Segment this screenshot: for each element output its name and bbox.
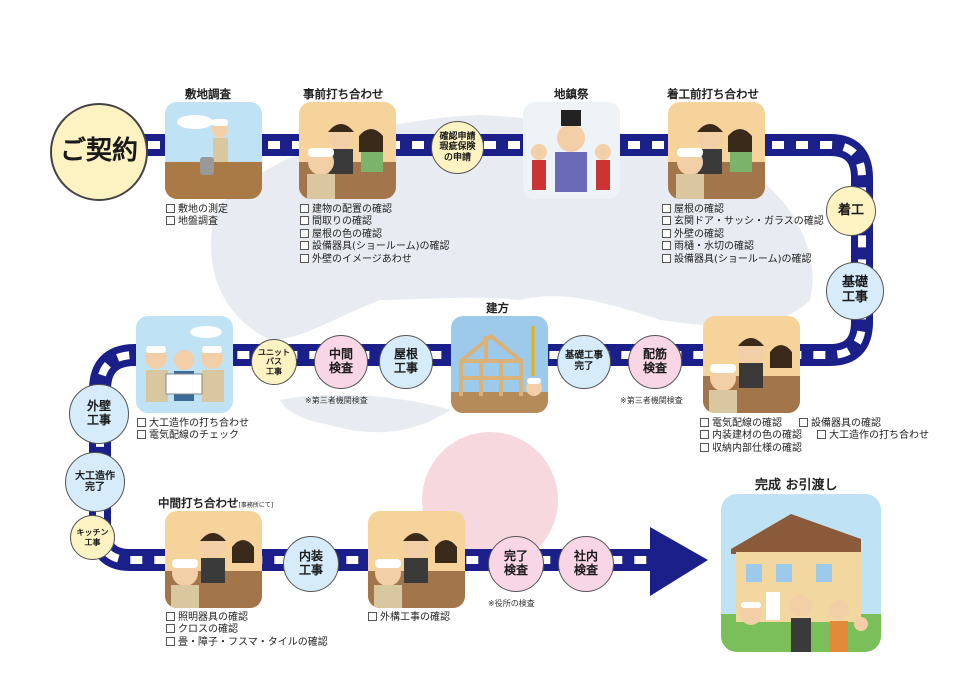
foundation-circle: 基礎 工事 (826, 262, 884, 320)
rebar-inspection-label: 配筋 検査 (642, 347, 667, 375)
checklist-item: 屋根の色の確認 (300, 229, 450, 241)
exterior-wall-label: 外壁 工事 (86, 399, 111, 427)
ground-ceremony-title: 地鎮祭 (554, 87, 589, 101)
pre-meeting-photo (299, 102, 396, 199)
third-party-note-2: ※第三者機関検査 (620, 396, 683, 405)
checklist-item: 電気配線のチェック (137, 430, 249, 442)
site-survey-photo (165, 102, 262, 199)
start-construction-label: 着工 (837, 202, 864, 218)
rebar-inspection-circle: 配筋 検査 (628, 335, 682, 389)
foundation-label: 基礎 工事 (841, 275, 868, 305)
arrow-head (650, 527, 708, 596)
checklist-item: 内装建材の色の確認 (700, 430, 802, 442)
checklist-item: 収納内部仕様の確認 (700, 443, 802, 455)
site-survey-title: 敷地調査 (185, 87, 231, 101)
checklist-item: 雨樋・水切の確認 (662, 241, 824, 253)
checklist-item: 照明器具の確認 (166, 612, 328, 624)
mid-meeting-title: 中間打ち合わせ[事務所にて] (158, 495, 273, 511)
contract-circle: ご契約 (50, 103, 148, 201)
rebar-stage-photo (703, 316, 800, 413)
checklist-item: 設備器具(ショールーム)の確認 (300, 241, 450, 253)
exterior-wall-circle: 外壁 工事 (69, 384, 129, 444)
foundation-complete-label: 基礎工事 完了 (564, 350, 603, 372)
mid-meeting-photo (165, 511, 262, 608)
checklist-item: 電気配線の確認 (700, 418, 802, 430)
checklist-item: 設備器具の確認 (799, 418, 929, 430)
mid-meeting-checklist: 照明器具の確認 クロスの確認 畳・障子・フスマ・タイルの確認 (166, 612, 328, 649)
pre-meeting-checklist: 建物の配置の確認 間取りの確認 屋根の色の確認 設備器具(ショールーム)の確認 … (300, 204, 450, 266)
interior-circle: 内装 工事 (283, 536, 339, 592)
checklist-item: 地盤調査 (166, 216, 228, 228)
rebar-stage-checklist-col1: 電気配線の確認 内装建材の色の確認 収納内部仕様の確認 (700, 418, 802, 455)
rebar-stage-checklist-col2: 設備器具の確認 大工造作の打ち合わせ (799, 418, 929, 443)
third-party-note-1: ※第三者機関検査 (305, 396, 368, 405)
framing-photo (451, 316, 548, 413)
checklist-item: 玄関ドア・サッシ・ガラスの確認 (662, 216, 824, 228)
framing-title: 建方 (486, 301, 509, 315)
interior-label: 内装 工事 (298, 549, 323, 577)
checklist-item: 大工造作の打ち合わせ (137, 418, 249, 430)
completion-photo (721, 494, 881, 652)
ground-ceremony-photo (523, 102, 620, 199)
checklist-item: クロスの確認 (166, 624, 328, 636)
checklist-item: 外壁の確認 (662, 229, 824, 241)
kitchen-label: キッチン 工事 (76, 528, 109, 547)
foundation-complete-circle: 基礎工事 完了 (557, 335, 611, 389)
site-survey-checklist: 敷地の測定 地盤調査 (166, 204, 228, 229)
start-construction-circle: 着工 (826, 186, 876, 236)
checklist-item: 外壁のイメージあわせ (300, 254, 450, 266)
carpentry-complete-label: 大工造作 完了 (75, 470, 115, 494)
checklist-item: 間取りの確認 (300, 216, 450, 228)
completion-title: 完成 お引渡し (755, 478, 838, 493)
unit-bath-label: ユニット バス 工事 (258, 348, 290, 376)
city-office-note: ※役所の検査 (488, 599, 535, 608)
exterior-stage-photo (368, 511, 465, 608)
checklist-item: 屋根の確認 (662, 204, 824, 216)
roofing-label: 屋根 工事 (393, 347, 418, 375)
kitchen-circle: キッチン 工事 (70, 515, 115, 560)
mid-inspection-circle: 中間 検査 (314, 335, 368, 389)
application-label: 確認申請 瑕疵保険 の申請 (439, 131, 476, 163)
contract-label: ご契約 (59, 136, 138, 167)
internal-inspection-label: 社内 検査 (573, 549, 598, 577)
pre-meeting-title: 事前打ち合わせ (303, 87, 384, 101)
checklist-item: 敷地の測定 (166, 204, 228, 216)
checklist-item: 外構工事の確認 (368, 612, 450, 624)
checklist-item: 設備器具(ショールーム)の確認 (662, 254, 824, 266)
roofing-circle: 屋根 工事 (379, 335, 433, 389)
mid-meeting-title-text: 中間打ち合わせ (158, 496, 239, 510)
unit-bath-circle: ユニット バス 工事 (251, 339, 297, 385)
completion-inspection-label: 完了 検査 (503, 549, 528, 577)
pre-construction-meeting-photo (668, 102, 765, 199)
carpentry-complete-circle: 大工造作 完了 (65, 452, 125, 512)
completion-inspection-circle: 完了 検査 (488, 536, 544, 592)
mid-inspection-label: 中間 検査 (328, 347, 353, 375)
wall-stage-checklist: 大工造作の打ち合わせ 電気配線のチェック (137, 418, 249, 443)
checklist-item: 畳・障子・フスマ・タイルの確認 (166, 637, 328, 649)
wall-stage-photo (136, 316, 233, 413)
internal-inspection-circle: 社内 検査 (558, 536, 614, 592)
mid-meeting-subtitle: [事務所にて] (238, 502, 274, 509)
pre-construction-meeting-title: 着工前打ち合わせ (667, 87, 759, 101)
checklist-item: 建物の配置の確認 (300, 204, 450, 216)
application-circle: 確認申請 瑕疵保険 の申請 (431, 121, 484, 174)
pre-construction-checklist: 屋根の確認 玄関ドア・サッシ・ガラスの確認 外壁の確認 雨樋・水切の確認 設備器… (662, 204, 824, 266)
exterior-stage-checklist: 外構工事の確認 (368, 612, 450, 624)
checklist-item: 大工造作の打ち合わせ (817, 430, 929, 442)
